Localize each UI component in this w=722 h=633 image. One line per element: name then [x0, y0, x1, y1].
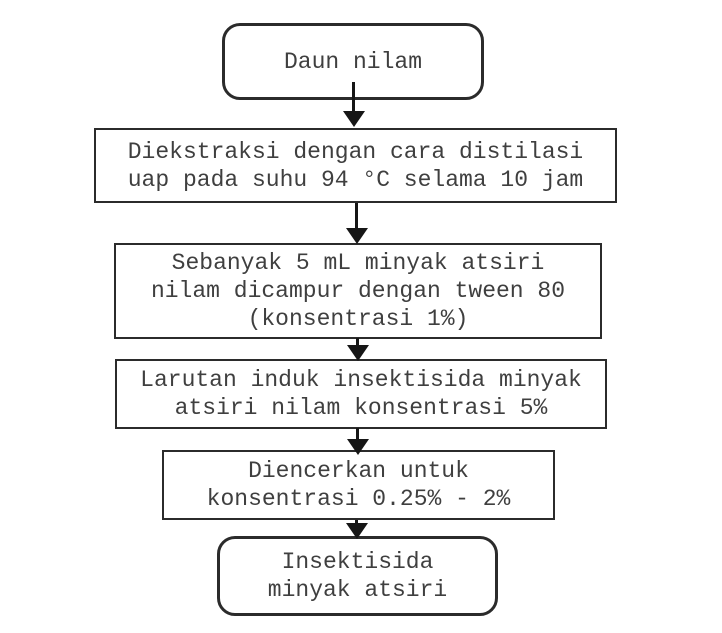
- node-text-line: konsentrasi 0.25% - 2%: [206, 486, 511, 512]
- flow-node-pengenceran: Diencerkan untuk konsentrasi 0.25% - 2%: [162, 450, 555, 520]
- flow-arrow-line: [352, 82, 355, 112]
- flow-arrow-line: [356, 338, 359, 347]
- node-text-line: Diencerkan untuk: [248, 458, 469, 484]
- node-text-line: Sebanyak 5 mL minyak atsiri: [171, 250, 545, 276]
- node-text-line: nilam dicampur dengan tween 80: [150, 278, 566, 304]
- node-text-line: Daun nilam: [283, 48, 423, 75]
- node-text-line: (konsentrasi 1%): [247, 306, 469, 332]
- flow-arrow-line: [356, 428, 359, 440]
- arrow-down-icon: [346, 523, 368, 539]
- flow-node-larutan-induk: Larutan induk insektisida minyak atsiri …: [115, 359, 607, 429]
- flow-node-ekstraksi: Diekstraksi dengan cara distilasi uap pa…: [94, 128, 617, 203]
- node-text-line: Diekstraksi dengan cara distilasi: [127, 138, 584, 165]
- node-text-line: atsiri nilam konsentrasi 5%: [174, 395, 548, 421]
- flow-arrow-line: [355, 520, 358, 525]
- node-text-line: Larutan induk insektisida minyak: [140, 367, 582, 393]
- arrow-down-icon: [347, 345, 369, 361]
- flow-node-pencampuran: Sebanyak 5 mL minyak atsiri nilam dicamp…: [114, 243, 602, 339]
- arrow-down-icon: [346, 228, 368, 244]
- flow-arrow-line: [355, 203, 358, 229]
- node-text-line: minyak atsiri: [267, 577, 448, 603]
- node-text-line: Insektisida: [281, 549, 434, 575]
- node-text-line: uap pada suhu 94 °C selama 10 jam: [127, 166, 584, 193]
- arrow-down-icon: [347, 439, 369, 455]
- flow-node-insektisida: Insektisida minyak atsiri: [217, 536, 498, 616]
- arrow-down-icon: [343, 111, 365, 127]
